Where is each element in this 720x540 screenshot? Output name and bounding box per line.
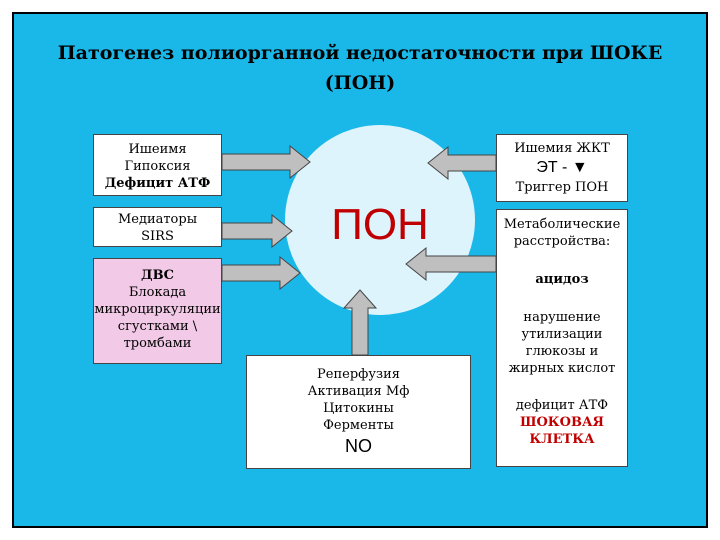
reperfusion-line-3: Цитокины bbox=[323, 401, 394, 416]
ischemia-line-2: Гипоксия bbox=[124, 159, 191, 174]
metabolic-box: Метаболические расстройства: ацидоз нару… bbox=[496, 209, 628, 467]
arrow-ischemia bbox=[221, 144, 311, 180]
gut-box: Ишемия ЖКТ ЭТ - ▼ Триггер ПОН bbox=[496, 134, 628, 202]
center-label: ПОН bbox=[331, 200, 429, 249]
arrow-metabolic bbox=[405, 246, 497, 282]
dic-line-3: микроциркуляции bbox=[94, 302, 221, 317]
dic-box: ДВС Блокада микроциркуляции сгустками \ … bbox=[93, 258, 222, 364]
dic-line-4: сгустками \ bbox=[117, 319, 198, 334]
metabolic-line-10: КЛЕТКА bbox=[529, 432, 595, 447]
metabolic-line-6: глюкозы и bbox=[525, 344, 599, 359]
reperfusion-line-5: NO bbox=[345, 436, 372, 456]
title-line-1: Патогенез полиорганной недостаточности п… bbox=[57, 42, 663, 64]
mediators-box: Медиаторы SIRS bbox=[93, 207, 222, 247]
slide-title: Патогенез полиорганной недостаточности п… bbox=[40, 38, 680, 98]
arrow-reperfusion bbox=[342, 289, 378, 356]
mediators-line-1: Медиаторы bbox=[117, 212, 198, 227]
dic-line-1: ДВС bbox=[141, 268, 174, 283]
ischemia-line-1: Ишеимя bbox=[128, 142, 187, 157]
metabolic-line-3: ацидоз bbox=[535, 272, 589, 287]
gut-line-1: Ишемия ЖКТ bbox=[514, 141, 610, 156]
reperfusion-line-2: Активация Мф bbox=[307, 384, 410, 399]
center-label-wrap: ПОН bbox=[285, 200, 475, 256]
gut-line-3: Триггер ПОН bbox=[515, 180, 609, 195]
dic-line-2: Блокада bbox=[128, 285, 187, 300]
metabolic-line-5: утилизации bbox=[521, 327, 603, 342]
metabolic-line-8: дефицит АТФ bbox=[515, 398, 609, 413]
dic-line-5: тромбами bbox=[123, 336, 192, 351]
reperfusion-box: Реперфузия Активация Мф Цитокины Фермент… bbox=[246, 355, 471, 469]
mediators-line-2: SIRS bbox=[141, 229, 174, 244]
ischemia-line-3: Дефицит АТФ bbox=[104, 176, 211, 191]
metabolic-line-2: расстройства: bbox=[513, 234, 611, 249]
arrow-dic bbox=[221, 255, 301, 291]
reperfusion-line-4: Ферменты bbox=[323, 418, 394, 433]
arrow-mediators bbox=[221, 213, 293, 249]
metabolic-line-4: нарушение bbox=[523, 310, 601, 325]
ischemia-box: Ишеимя Гипоксия Дефицит АТФ bbox=[93, 134, 222, 196]
arrow-gut bbox=[427, 145, 497, 181]
metabolic-line-1: Метаболические bbox=[503, 217, 621, 232]
gut-line-2: ЭТ - ▼ bbox=[536, 159, 588, 176]
metabolic-line-9: ШОКОВАЯ bbox=[520, 415, 604, 430]
reperfusion-line-1: Реперфузия bbox=[317, 367, 400, 382]
metabolic-line-7: жирных кислот bbox=[508, 361, 616, 376]
title-line-2: (ПОН) bbox=[324, 72, 396, 94]
